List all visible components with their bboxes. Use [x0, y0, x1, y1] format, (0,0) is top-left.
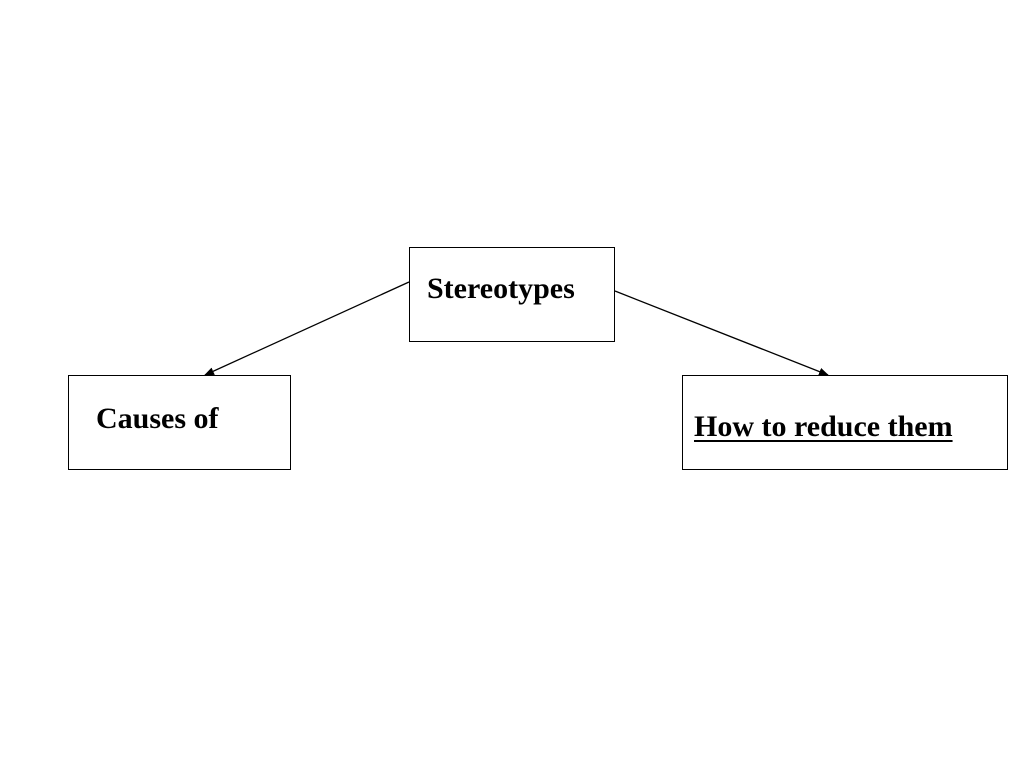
node-stereotypes: Stereotypes: [409, 247, 615, 342]
arrow-to-how-to-reduce-them: [614, 290, 829, 376]
node-how-to-reduce-them-label: How to reduce them: [694, 410, 953, 443]
node-causes-of: Causes of: [68, 375, 291, 470]
node-causes-of-label: Causes of: [96, 402, 219, 435]
node-stereotypes-label: Stereotypes: [427, 272, 575, 305]
arrow-to-causes-of: [204, 281, 410, 376]
node-how-to-reduce-them: How to reduce them: [682, 375, 1008, 470]
